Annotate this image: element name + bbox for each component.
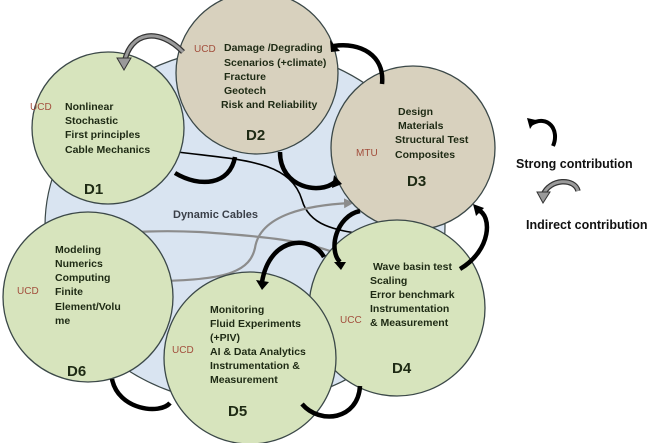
- node-d1-item: First principles: [65, 129, 140, 141]
- node-d2-item: Fracture: [224, 71, 266, 83]
- outer-links: [109, 33, 490, 419]
- node-d5-item: Monitoring: [210, 304, 264, 316]
- node-d5-item: Instrumentation &: [210, 360, 300, 372]
- node-d3-item: Structural Test: [395, 134, 469, 146]
- node-d2-item: Scenarios (+climate): [224, 57, 326, 69]
- node-d4-item: Error benchmark: [370, 289, 455, 301]
- node-d6: UCD Modeling Numerics Computing Finite E…: [2, 211, 174, 383]
- legend-strong-label: Strong contribution: [516, 157, 633, 171]
- node-d1-circle: [31, 51, 185, 205]
- link-d6-d3: [159, 198, 354, 283]
- node-d5-item: Measurement: [210, 374, 278, 386]
- node-d4-institution: UCC: [340, 315, 362, 326]
- node-d4-label: D4: [392, 360, 412, 377]
- legend: Strong contribution Indirect contributio…: [516, 118, 648, 232]
- legend-indirect-arrow-icon-inner: [541, 180, 580, 196]
- node-d2-label: D2: [246, 127, 265, 144]
- node-d2-item: Geotech: [224, 85, 266, 97]
- node-d6-item: Numerics: [55, 258, 103, 270]
- center-label: Dynamic Cables: [173, 209, 258, 221]
- strong-arrowhead-d4-d3: [473, 204, 484, 216]
- node-d3: MTU Design Materials Structural Test Com…: [330, 65, 496, 231]
- node-d4-item: Instrumentation: [370, 303, 449, 315]
- node-d1-item: Nonlinear: [65, 101, 113, 113]
- node-d2-circle: [175, 0, 339, 155]
- node-d3-institution: MTU: [356, 148, 378, 159]
- node-d2-item: Damage /Degrading: [224, 42, 323, 54]
- node-d6-item: Finite: [55, 286, 83, 298]
- indirect-arrow-d2-d1-inner: [122, 34, 185, 65]
- strong-arrow-d3-d4: [332, 208, 361, 264]
- strong-arrow-d1-d2: [173, 156, 238, 185]
- legend-indirect-arrowhead-icon: [536, 191, 551, 204]
- strong-arrow-d4-d5: [259, 240, 326, 283]
- node-d6-item: Computing: [55, 272, 110, 284]
- node-d4-item: & Measurement: [370, 317, 449, 329]
- strong-arrow-d2-d3: [277, 151, 337, 191]
- node-d6-label: D6: [67, 363, 86, 380]
- node-d1-item: Stochastic: [65, 115, 118, 127]
- strong-arrow-d4-d3: [458, 207, 490, 271]
- node-d5-item: (+PIV): [210, 332, 240, 344]
- node-d4-item: Wave basin test: [373, 261, 452, 273]
- node-d5-label: D5: [228, 403, 247, 420]
- strong-arrowhead-d3-d4: [334, 262, 346, 270]
- node-d2-institution: UCD: [194, 44, 216, 55]
- node-d3-item: Materials: [398, 120, 444, 132]
- indirect-arrowhead-d2-d1: [116, 57, 132, 71]
- node-d6-item: me: [55, 315, 70, 327]
- strong-arrowhead-d4-d5: [256, 280, 269, 290]
- node-d6-institution: UCD: [17, 286, 39, 297]
- strong-arrow-d3-d2: [333, 43, 385, 85]
- legend-strong-arrow-icon: [529, 118, 557, 147]
- node-d1-label: D1: [84, 181, 103, 198]
- node-d5-item: Fluid Experiments: [210, 318, 301, 330]
- node-d6-item: Element/Volu: [55, 301, 121, 313]
- node-d5-item: AI & Data Analytics: [210, 346, 306, 358]
- legend-strong-arrowhead-icon: [527, 118, 536, 129]
- node-d3-label: D3: [407, 173, 426, 190]
- node-d5-institution: UCD: [172, 345, 194, 356]
- node-d6-item: Modeling: [55, 244, 101, 256]
- node-d1-item: Cable Mechanics: [65, 144, 150, 156]
- node-d5: UCD Monitoring Fluid Experiments (+PIV) …: [163, 271, 337, 443]
- strong-arrow-d5-d4: [300, 385, 363, 419]
- node-d2-item: Risk and Reliability: [221, 99, 317, 111]
- strong-arrowhead-d2-d3: [332, 175, 342, 188]
- strong-arrowhead-d3-d2: [330, 40, 340, 52]
- node-d4-item: Scaling: [370, 275, 407, 287]
- node-d3-item: Composites: [395, 149, 455, 161]
- node-d2: UCD Damage /Degrading Scenarios (+climat…: [175, 0, 339, 155]
- node-d1: UCD Nonlinear Stochastic First principle…: [30, 51, 185, 205]
- legend-indirect-label: Indirect contribution: [526, 218, 648, 232]
- node-d5-circle: [163, 271, 337, 443]
- strong-arrow-d6-d5: [109, 378, 172, 412]
- node-d3-item: Design: [398, 106, 433, 118]
- node-d1-institution: UCD: [30, 102, 52, 113]
- node-d6-circle: [2, 211, 174, 383]
